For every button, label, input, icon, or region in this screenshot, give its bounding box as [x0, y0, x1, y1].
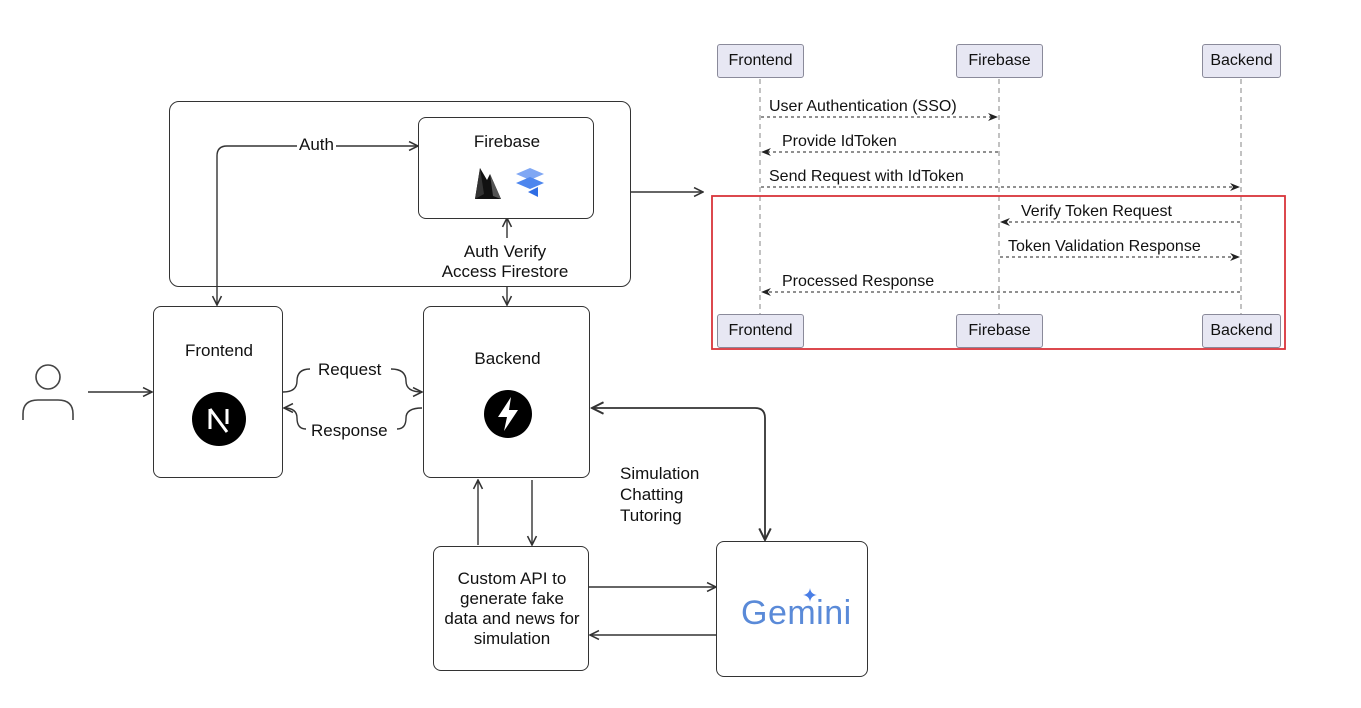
backend-node[interactable]: Backend	[423, 306, 590, 478]
gemini-logo-text: Gemini	[741, 594, 852, 632]
highlight-box	[711, 195, 1286, 350]
gemini-sparkle-icon	[803, 588, 817, 602]
seq-msg-6: Processed Response	[782, 273, 935, 290]
auth-verify-label: Auth Verify	[463, 242, 547, 261]
seq-msg-2: Provide IdToken	[782, 133, 897, 150]
response-label: Response	[311, 421, 388, 440]
custom-api-line-2: generate fake	[460, 589, 564, 608]
gemini-node[interactable]: Gemini	[716, 541, 868, 677]
chatting-label: Chatting	[620, 485, 684, 504]
firebase-container	[169, 101, 631, 287]
seq-msg-3: Send Request with IdToken	[769, 168, 964, 185]
firebase-node[interactable]: Firebase	[418, 117, 594, 219]
seq-msg-4: Verify Token Request	[1021, 203, 1172, 220]
simulation-label: Simulation	[620, 464, 700, 483]
custom-api-line-1: Custom API to	[457, 569, 567, 588]
seq-head-backend-bottom: Backend	[1202, 314, 1281, 348]
auth-label: Auth	[297, 135, 336, 155]
firebase-title: Firebase	[473, 132, 541, 151]
seq-head-firebase-top: Firebase	[956, 44, 1043, 78]
auth-arrow	[217, 146, 418, 305]
custom-api-line-4: simulation	[473, 629, 551, 648]
user-icon	[22, 364, 74, 420]
request-arrow	[282, 368, 422, 392]
frontend-title: Frontend	[184, 341, 254, 360]
request-label: Request	[318, 360, 382, 379]
nextjs-icon	[192, 392, 246, 446]
seq-msg-5: Token Validation Response	[1008, 238, 1201, 255]
custom-api-line-3: data and news for	[444, 609, 580, 628]
seq-head-firebase-bottom: Firebase	[956, 314, 1043, 348]
custom-api-node[interactable]: Custom API to generate fake data and new…	[433, 546, 589, 671]
seq-msg-1: User Authentication (SSO)	[769, 98, 957, 115]
frontend-node[interactable]: Frontend	[153, 306, 283, 478]
firestore-icon	[516, 168, 544, 197]
seq-head-frontend-top: Frontend	[717, 44, 804, 78]
firebase-flame-icon	[475, 168, 501, 199]
backend-title: Backend	[474, 349, 541, 368]
backend-gemini-arrow	[592, 408, 765, 540]
access-firestore-label: Access Firestore	[441, 262, 569, 281]
seq-head-backend-top: Backend	[1202, 44, 1281, 78]
seq-head-frontend-bottom: Frontend	[717, 314, 804, 348]
response-arrow	[284, 408, 423, 430]
tutoring-label: Tutoring	[620, 506, 682, 525]
bolt-icon	[484, 390, 532, 438]
